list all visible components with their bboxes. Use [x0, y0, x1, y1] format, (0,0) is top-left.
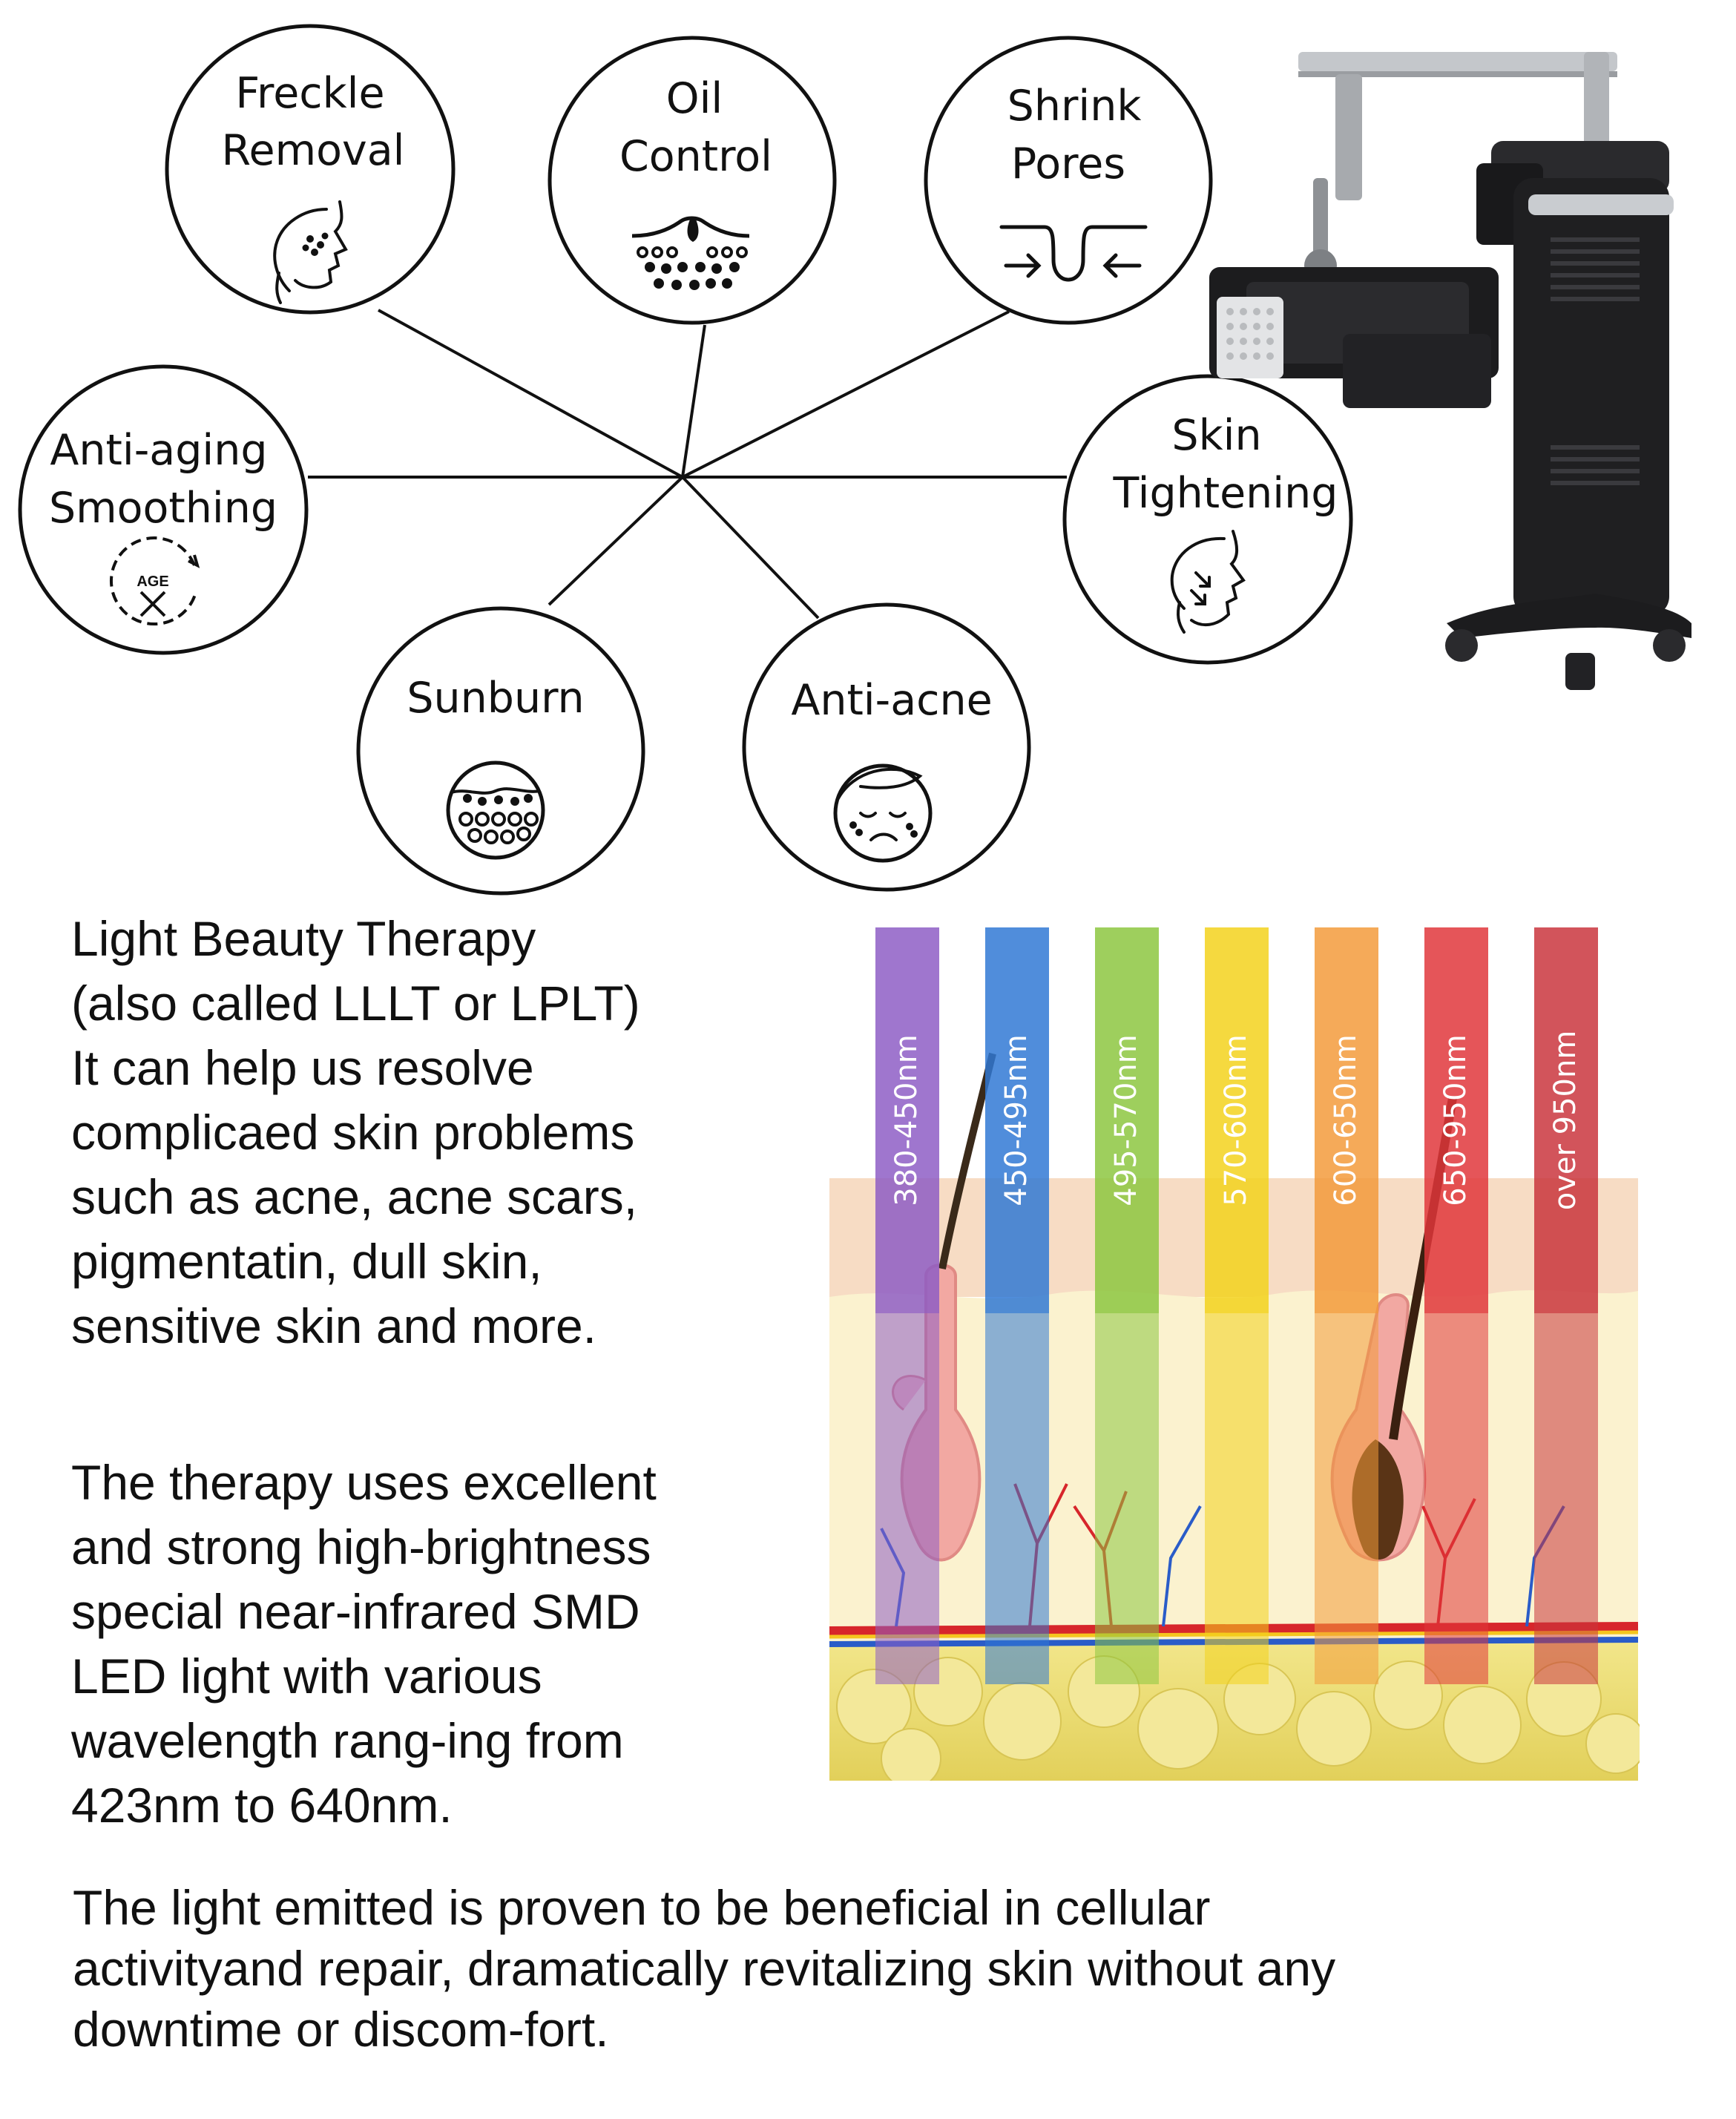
band-over-950: over 950nm	[1534, 927, 1598, 1684]
band-label-600-650: 600-650nm	[1329, 1034, 1363, 1206]
svg-text:Oil: Oil	[666, 74, 723, 123]
skin-wavelength-illustration: 380-450nm 450-495nm 495-570nm 570-600nm …	[829, 927, 1640, 1781]
skin-cells-icon	[446, 760, 545, 860]
svg-text:Tightening: Tightening	[1113, 469, 1338, 518]
benefit-diagram: Freckle Removal Oil Control	[18, 24, 1353, 896]
feature-skin-tightening: Skin Tightening	[1062, 374, 1353, 665]
svg-text:Smoothing: Smoothing	[49, 484, 277, 533]
svg-text:Anti-acne: Anti-acne	[791, 676, 992, 725]
age-clock-icon: AGE	[110, 536, 200, 626]
machine-arm	[1298, 52, 1617, 282]
connector-oil	[681, 324, 706, 478]
feature-anti-acne: Anti-acne	[742, 602, 1031, 892]
therapy-benefit-text: The light emitted is proven to be benefi…	[73, 1880, 1336, 2057]
wavelength-bands: 380-450nm 450-495nm 495-570nm 570-600nm …	[875, 927, 1598, 1684]
band-label-380-450: 380-450nm	[890, 1034, 924, 1206]
acne-face-icon	[833, 763, 933, 863]
antiaging-line-1: Anti-aging	[50, 426, 267, 475]
connector-lines	[308, 309, 1067, 620]
svg-text:Control: Control	[619, 132, 772, 181]
band-570-600: 570-600nm	[1205, 927, 1269, 1684]
band-495-570: 495-570nm	[1095, 927, 1159, 1684]
oil-line-1: Oil	[666, 74, 723, 123]
svg-text:Anti-aging: Anti-aging	[50, 426, 267, 475]
machine-base	[1445, 594, 1691, 690]
freckle-line-2: Removal	[221, 126, 404, 175]
band-450-495: 450-495nm	[985, 927, 1049, 1684]
freckle-line-1: Freckle	[235, 69, 384, 118]
connector-freckle	[378, 309, 683, 479]
feature-freckle-removal: Freckle Removal	[165, 24, 456, 315]
age-text: AGE	[137, 574, 168, 590]
feature-anti-aging: Anti-aging Smoothing AGE	[18, 364, 309, 655]
therapy-led-text: The therapy uses excellent and strong hi…	[71, 1455, 657, 1833]
tightening-line-2: Tightening	[1113, 469, 1338, 518]
acne-line-1: Anti-acne	[791, 676, 992, 725]
sunburn-line-1: Sunburn	[407, 674, 584, 723]
connector-sunburn	[548, 476, 684, 606]
therapy-intro-text: Light Beauty Therapy (also called LLLT o…	[71, 911, 640, 1353]
svg-text:Sunburn: Sunburn	[407, 674, 584, 723]
svg-text:Removal: Removal	[221, 126, 404, 175]
band-label-over-950: over 950nm	[1548, 1031, 1582, 1211]
band-label-495-570: 495-570nm	[1109, 1034, 1143, 1206]
svg-text:Freckle: Freckle	[235, 69, 384, 118]
connector-pores	[682, 310, 1010, 479]
machine-lamp-head	[1209, 267, 1499, 408]
face-freckle-icon	[273, 200, 348, 304]
pores-line-2: Pores	[1011, 139, 1125, 188]
led-therapy-machine	[1209, 52, 1691, 690]
svg-text:Skin: Skin	[1171, 411, 1261, 460]
connector-acne	[681, 476, 820, 620]
antiaging-line-2: Smoothing	[49, 484, 277, 533]
band-600-650: 600-650nm	[1315, 927, 1378, 1684]
face-lift-icon	[1170, 530, 1246, 634]
oil-line-2: Control	[619, 132, 772, 181]
band-650-950: 650-950nm	[1424, 927, 1488, 1684]
band-label-570-600: 570-600nm	[1219, 1034, 1253, 1206]
svg-text:Shrink: Shrink	[1007, 82, 1142, 131]
feature-oil-control: Oil Control	[548, 36, 837, 325]
band-label-650-950: 650-950nm	[1439, 1034, 1473, 1206]
shrink-pore-icon	[999, 225, 1148, 282]
pores-line-1: Shrink	[1007, 82, 1142, 131]
feature-sunburn: Sunburn	[356, 606, 645, 896]
machine-body	[1476, 141, 1674, 616]
svg-text:Pores: Pores	[1011, 139, 1125, 188]
oil-pore-icon	[631, 216, 750, 290]
feature-shrink-pores: Shrink Pores	[924, 36, 1213, 325]
band-label-450-495: 450-495nm	[999, 1034, 1033, 1206]
tightening-line-1: Skin	[1171, 411, 1261, 460]
band-380-450: 380-450nm	[875, 927, 939, 1684]
